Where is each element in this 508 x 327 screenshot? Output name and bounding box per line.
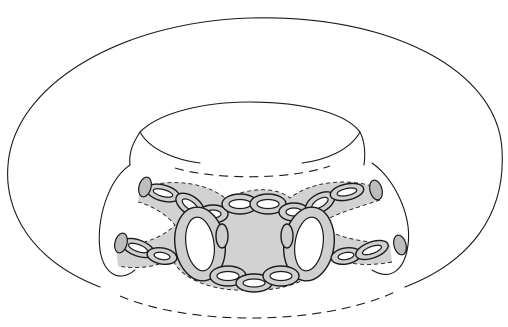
hidden-upper-dashed-curve [174, 165, 331, 178]
chain-link-hole [269, 270, 293, 282]
chain-link [280, 223, 294, 249]
chain-link-hole [337, 251, 355, 261]
torus-hole-right-lip [301, 131, 361, 164]
chain-inner-links [215, 223, 294, 249]
tube-end-upper-right [369, 179, 383, 201]
tube-end-lower-left [114, 232, 128, 254]
chain-link-hole [216, 270, 240, 282]
chain-link-hole [256, 198, 280, 210]
left-cut-face [98, 164, 136, 277]
chain-large-links [174, 206, 335, 282]
large-chain-link-left-hole [185, 216, 215, 272]
chain-upper-center [221, 193, 287, 215]
hidden-lower-dashed-curve [119, 291, 396, 319]
tube-end-lower-right [393, 234, 407, 256]
torus-hole-left-lip [139, 131, 201, 164]
chain-link-hole [242, 278, 266, 288]
chain-link-hole [228, 198, 252, 210]
right-cut-face [371, 162, 410, 275]
chain-bottom-row [209, 265, 300, 293]
chain-link-hole [336, 187, 358, 197]
chain-upper-right-arm [278, 182, 365, 222]
tube-ends [114, 176, 407, 256]
chain-link-hole [153, 251, 171, 261]
torus-outer-outline [7, 17, 503, 288]
torus-hole-arc [129, 101, 366, 166]
tube-end-upper-left [138, 176, 152, 198]
chain-link-hole [152, 188, 174, 198]
chain-link [215, 223, 229, 249]
chain-link-hole [361, 244, 383, 256]
chain-lower-arms [121, 237, 389, 265]
large-chain-link-right-hole [294, 216, 324, 272]
